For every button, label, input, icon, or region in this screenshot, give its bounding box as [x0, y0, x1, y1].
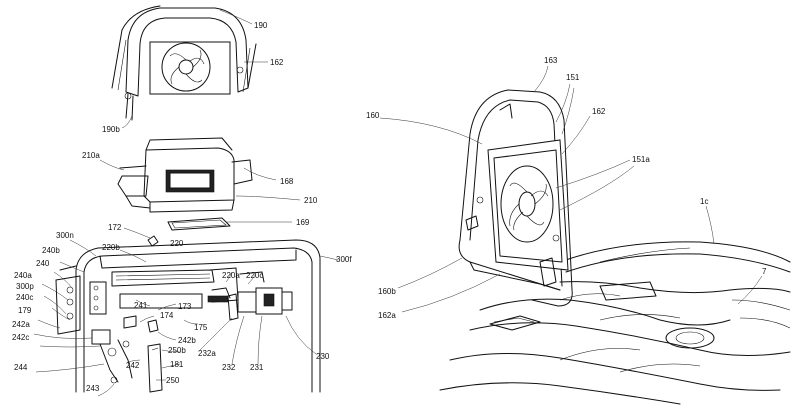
label-220c: 220c: [246, 271, 263, 280]
label-300f: 300f: [336, 255, 352, 264]
label-240b: 240b: [42, 246, 60, 255]
label-7: 7: [762, 267, 767, 276]
label-168: 168: [280, 177, 294, 186]
label-232: 232: [222, 363, 236, 372]
label-231: 231: [250, 363, 264, 372]
fan-duct-unit: [458, 89, 573, 307]
label-169: 169: [296, 218, 310, 227]
exploded-view-labels: 190 162 190b 210a 168 210 172 169 220 30…: [12, 21, 352, 393]
label-151a: 151a: [632, 155, 650, 164]
label-160b: 160b: [378, 287, 396, 296]
label-1c: 1c: [700, 197, 708, 206]
label-300p: 300p: [16, 282, 34, 291]
duct-assembly: [99, 137, 301, 213]
label-190: 190: [254, 21, 268, 30]
label-162-right: 162: [592, 107, 606, 116]
exploded-view: 190 162 190b 210a 168 210 172 169 220 30…: [12, 5, 352, 397]
label-220a: 220a: [222, 271, 240, 280]
label-241: 241: [134, 301, 148, 310]
label-240a: 240a: [14, 271, 32, 280]
label-242: 242: [126, 361, 140, 370]
label-210: 210: [304, 196, 318, 205]
label-240c: 240c: [16, 293, 33, 302]
vehicle-body: [439, 241, 791, 405]
label-162a: 162a: [378, 311, 396, 320]
label-220b: 220b: [102, 243, 120, 252]
label-250b: 250b: [168, 346, 186, 355]
label-210a: 210a: [82, 151, 100, 160]
label-242a: 242a: [12, 320, 30, 329]
label-163: 163: [544, 56, 558, 65]
assembled-view-labels: 163 151 160 162 151a 1c 7 160b 162a: [366, 56, 767, 320]
label-240: 240: [36, 259, 50, 268]
assembled-view: 163 151 160 162 151a 1c 7 160b 162a: [366, 56, 791, 405]
label-230: 230: [316, 352, 330, 361]
label-172: 172: [108, 223, 122, 232]
label-220: 220: [170, 239, 184, 248]
label-174: 174: [160, 311, 174, 320]
label-190b: 190b: [102, 125, 120, 134]
label-300n: 300n: [56, 231, 74, 240]
assembled-view-leaders: [379, 65, 763, 313]
label-244: 244: [14, 363, 28, 372]
label-242c: 242c: [12, 333, 29, 342]
gasket: [123, 217, 292, 247]
label-173: 173: [178, 302, 192, 311]
fan-cover-assembly: [111, 5, 268, 129]
label-181: 181: [170, 360, 184, 369]
label-160: 160: [366, 111, 380, 120]
label-250: 250: [166, 376, 180, 385]
label-162: 162: [270, 58, 284, 67]
label-243: 243: [86, 384, 100, 393]
label-179: 179: [18, 306, 32, 315]
label-242b: 242b: [178, 336, 196, 345]
housing-assembly: [33, 239, 339, 397]
label-232a: 232a: [198, 349, 216, 358]
label-175: 175: [194, 323, 208, 332]
label-151: 151: [566, 73, 580, 82]
